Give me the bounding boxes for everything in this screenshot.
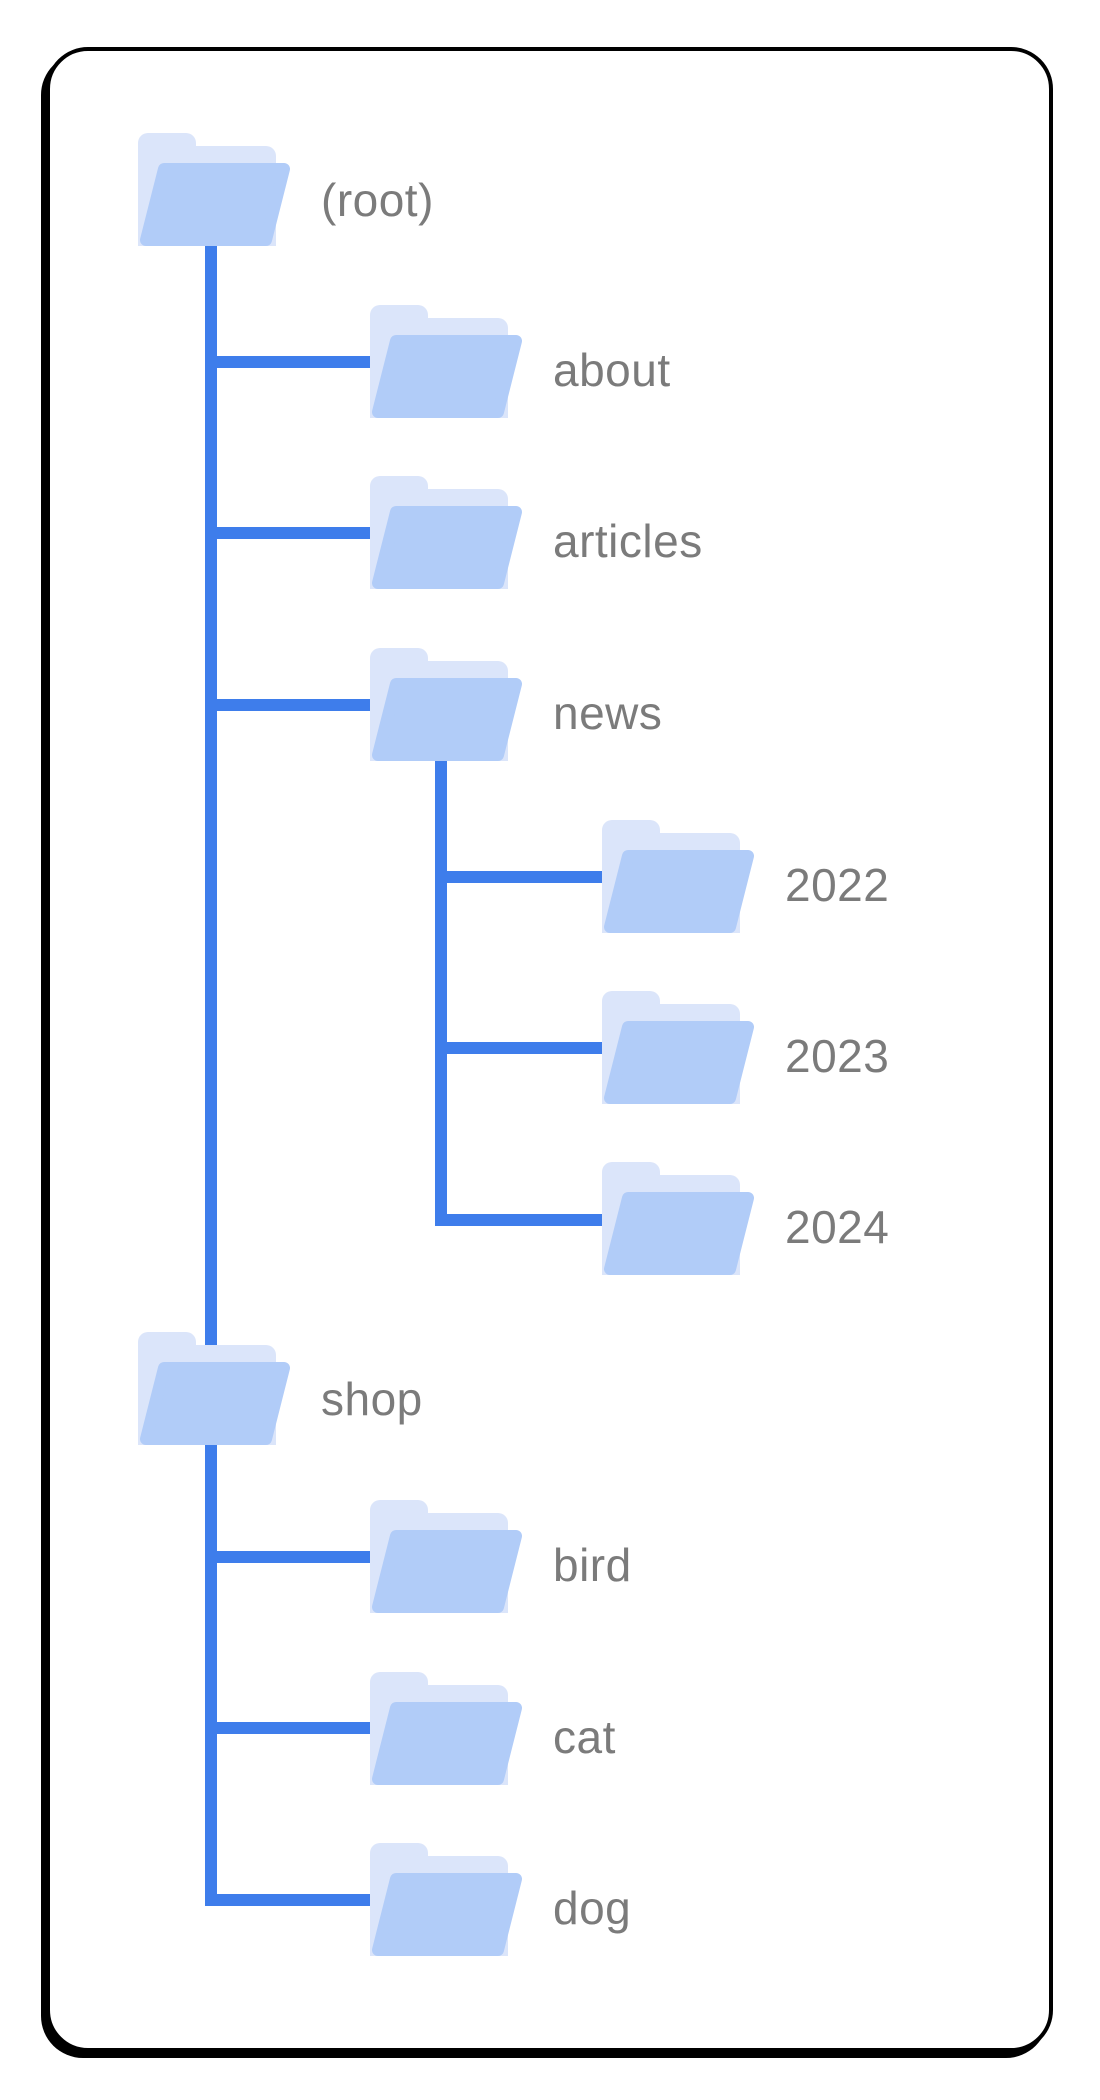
tree-node-shop: [138, 1332, 290, 1445]
folder-label-2022: 2022: [785, 859, 890, 911]
folder-label-2024: 2024: [785, 1201, 890, 1253]
folder-icon: [370, 476, 522, 589]
folder-label-news: news: [553, 687, 663, 739]
folder-icon: [370, 1843, 522, 1956]
folder-icon: [602, 1162, 754, 1275]
tree-node-articles: [370, 476, 522, 589]
connector-root-vertical: [205, 246, 217, 1906]
folder-label-dog: dog: [553, 1882, 632, 1934]
folder-icon: [138, 133, 290, 246]
tree-node-cat: [370, 1672, 522, 1785]
tree-node-2024: [602, 1162, 754, 1275]
connector-branch-cat: [205, 1722, 382, 1734]
connector-branch-2024: [435, 1214, 614, 1226]
connector-branch-2023: [435, 1042, 614, 1054]
folder-icon: [602, 991, 754, 1104]
folder-icon: [370, 305, 522, 418]
connector-branch-about: [205, 356, 382, 368]
tree-node-2023: [602, 991, 754, 1104]
connector-news-vertical: [435, 758, 447, 1226]
folder-label-articles: articles: [553, 515, 703, 567]
folder-label-root: (root): [321, 174, 434, 226]
connector-branch-bird: [205, 1551, 382, 1563]
connector-branch-articles: [205, 527, 382, 539]
connector-branch-dog: [205, 1894, 382, 1906]
folder-icon: [370, 1500, 522, 1613]
folder-icon: [138, 1332, 290, 1445]
folder-icon: [370, 648, 522, 761]
tree-node-bird: [370, 1500, 522, 1613]
folder-icon: [602, 820, 754, 933]
tree-node-about: [370, 305, 522, 418]
tree-node-2022: [602, 820, 754, 933]
tree-node-news: [370, 648, 522, 761]
connector-branch-2022: [435, 871, 614, 883]
connector-branch-news: [205, 699, 382, 711]
tree-node-dog: [370, 1843, 522, 1956]
folder-label-bird: bird: [553, 1539, 632, 1591]
folder-label-about: about: [553, 344, 671, 396]
folder-label-shop: shop: [321, 1373, 423, 1425]
folder-label-2023: 2023: [785, 1030, 890, 1082]
folder-icon: [370, 1672, 522, 1785]
tree-node-root: [138, 133, 290, 246]
folder-label-cat: cat: [553, 1711, 616, 1763]
